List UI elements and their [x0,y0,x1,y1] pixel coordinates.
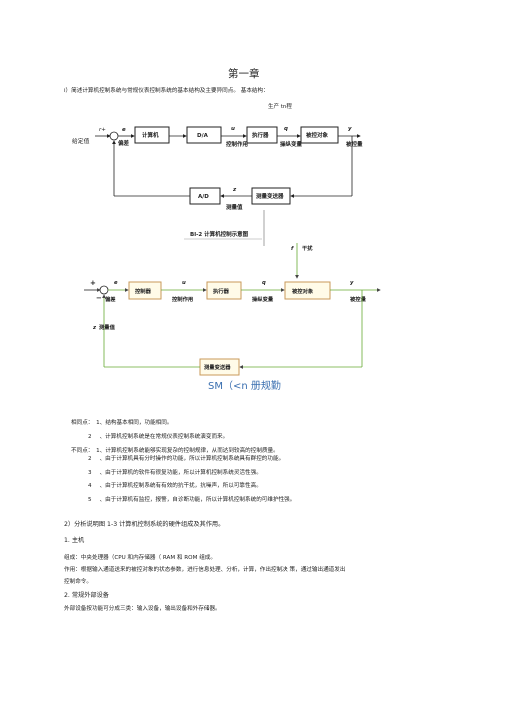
z-label: z [232,187,237,193]
same-point-2: 2、计算机控制系统是在常规仪表控制系统演变而来。 [88,434,229,440]
ad-label: A/D [198,194,209,200]
actuator2-box [206,281,242,300]
top-note: 生产 tn程 [268,102,292,110]
u-label: u [231,126,235,132]
diff-point-1: 不同点： 1、计算机控制系统能够实现复杂的控制规律，从而达到较高的控制质量。 [71,448,279,454]
section-1-title: 1. 主机 [64,537,85,544]
section-1-line-3: 控制命令。 [64,579,92,585]
transmitter-label: 测量变送器 [256,192,284,200]
plant-box [300,126,339,144]
e-label: e [122,127,126,133]
computer-box [134,126,170,144]
disturbance-label: 干扰 [302,244,313,252]
setpoint-label: 给定值 [72,137,90,145]
actuator2-label: 执行器 [213,287,230,295]
control-action-label: 控制作用 [226,140,248,148]
section-2-title: 2. 常规外部设备 [64,592,109,599]
control-action2-label: 控制作用 [172,295,193,303]
measured-value-label: 测量值 [226,203,243,211]
z2-label: z [92,325,97,331]
plant2-box [284,281,331,300]
manip-var2-label: 操纵变量 [252,295,274,303]
section-2-line-1: 外部设备按功能可分成三类：输入设备，输出设备和外存储器。 [64,606,221,612]
manip-var-label: 操纵变量 [280,140,303,148]
plant2-label: 被控对象 [292,287,314,295]
da-box [186,126,222,144]
transmitter2-label: 测量变送器 [204,363,231,371]
measured-value2-label: 测量值 [99,323,116,331]
e2-label: e [114,280,118,286]
handwritten-note: SM（<n 册规勤 [208,379,281,392]
question-2: 2）分析说明图 1-3 计算机控制系统的硬件组成及其作用。 [64,521,225,528]
minus-sign: − [96,294,102,302]
plant-label: 被控对象 [306,131,329,139]
deviation-label: 偏差 [118,139,130,147]
u2-label: u [182,280,186,286]
diff-point-5: 5、由于计算机有监控，报警，自诊断功能，所以计算机控制系统的可维护性强。 [88,497,296,503]
controller-box [128,281,162,300]
y-label: y [348,126,352,132]
q2-label: q [262,280,266,286]
diff-point-3: 3、由于计算机的软件有很复功能，所以计算机控制系统灵活性强。 [88,470,262,476]
actuator-label: 执行器 [252,131,269,139]
plus-sign: + [90,279,96,287]
controlled-var-label: 被控量 [346,140,363,148]
da-label: D/A [197,133,209,139]
computer-label: 计算机 [142,131,159,139]
same-point-1: 相同点： 1、结构基本相同，功能相同。 [71,420,173,426]
summing-junction-2 [99,285,109,295]
deviation2-label: 偏差 [105,295,116,303]
section-1-line-1: 组成：中央处理器（CPU 和内存储器（ RAM 和 ROM 组成。 [64,555,216,561]
q-label: q [284,126,288,132]
question-1: i）简述计算机控制系统与常规仪表控制系统的基本结构及主要异同点。 基本结构： [64,88,269,94]
f-label: f [291,246,294,252]
diff-point-4: 4、由于计算机控制系统有有效的抗干扰，抗噪声，所以可靠性高。 [88,483,262,489]
sign-label: r+ [99,127,106,133]
diff-point-2: 2、由于计算机具有分时操作的功能，所以计算机控制系统具有群控的功能。 [88,456,285,462]
y2-label: y [350,280,354,286]
controlled-var2-label: 被控量 [350,295,367,303]
figure-caption: Bl-2 计算机控制示意图 [190,230,249,238]
controller-label: 控制器 [135,287,152,295]
actuator-box [246,126,278,144]
chapter-title: 第一章 [228,68,260,80]
section-1-line-2: 作用：根据输入通道送来的被控对象的状态参数，进行信息处理、分析，计算，作出控制决… [64,567,346,573]
